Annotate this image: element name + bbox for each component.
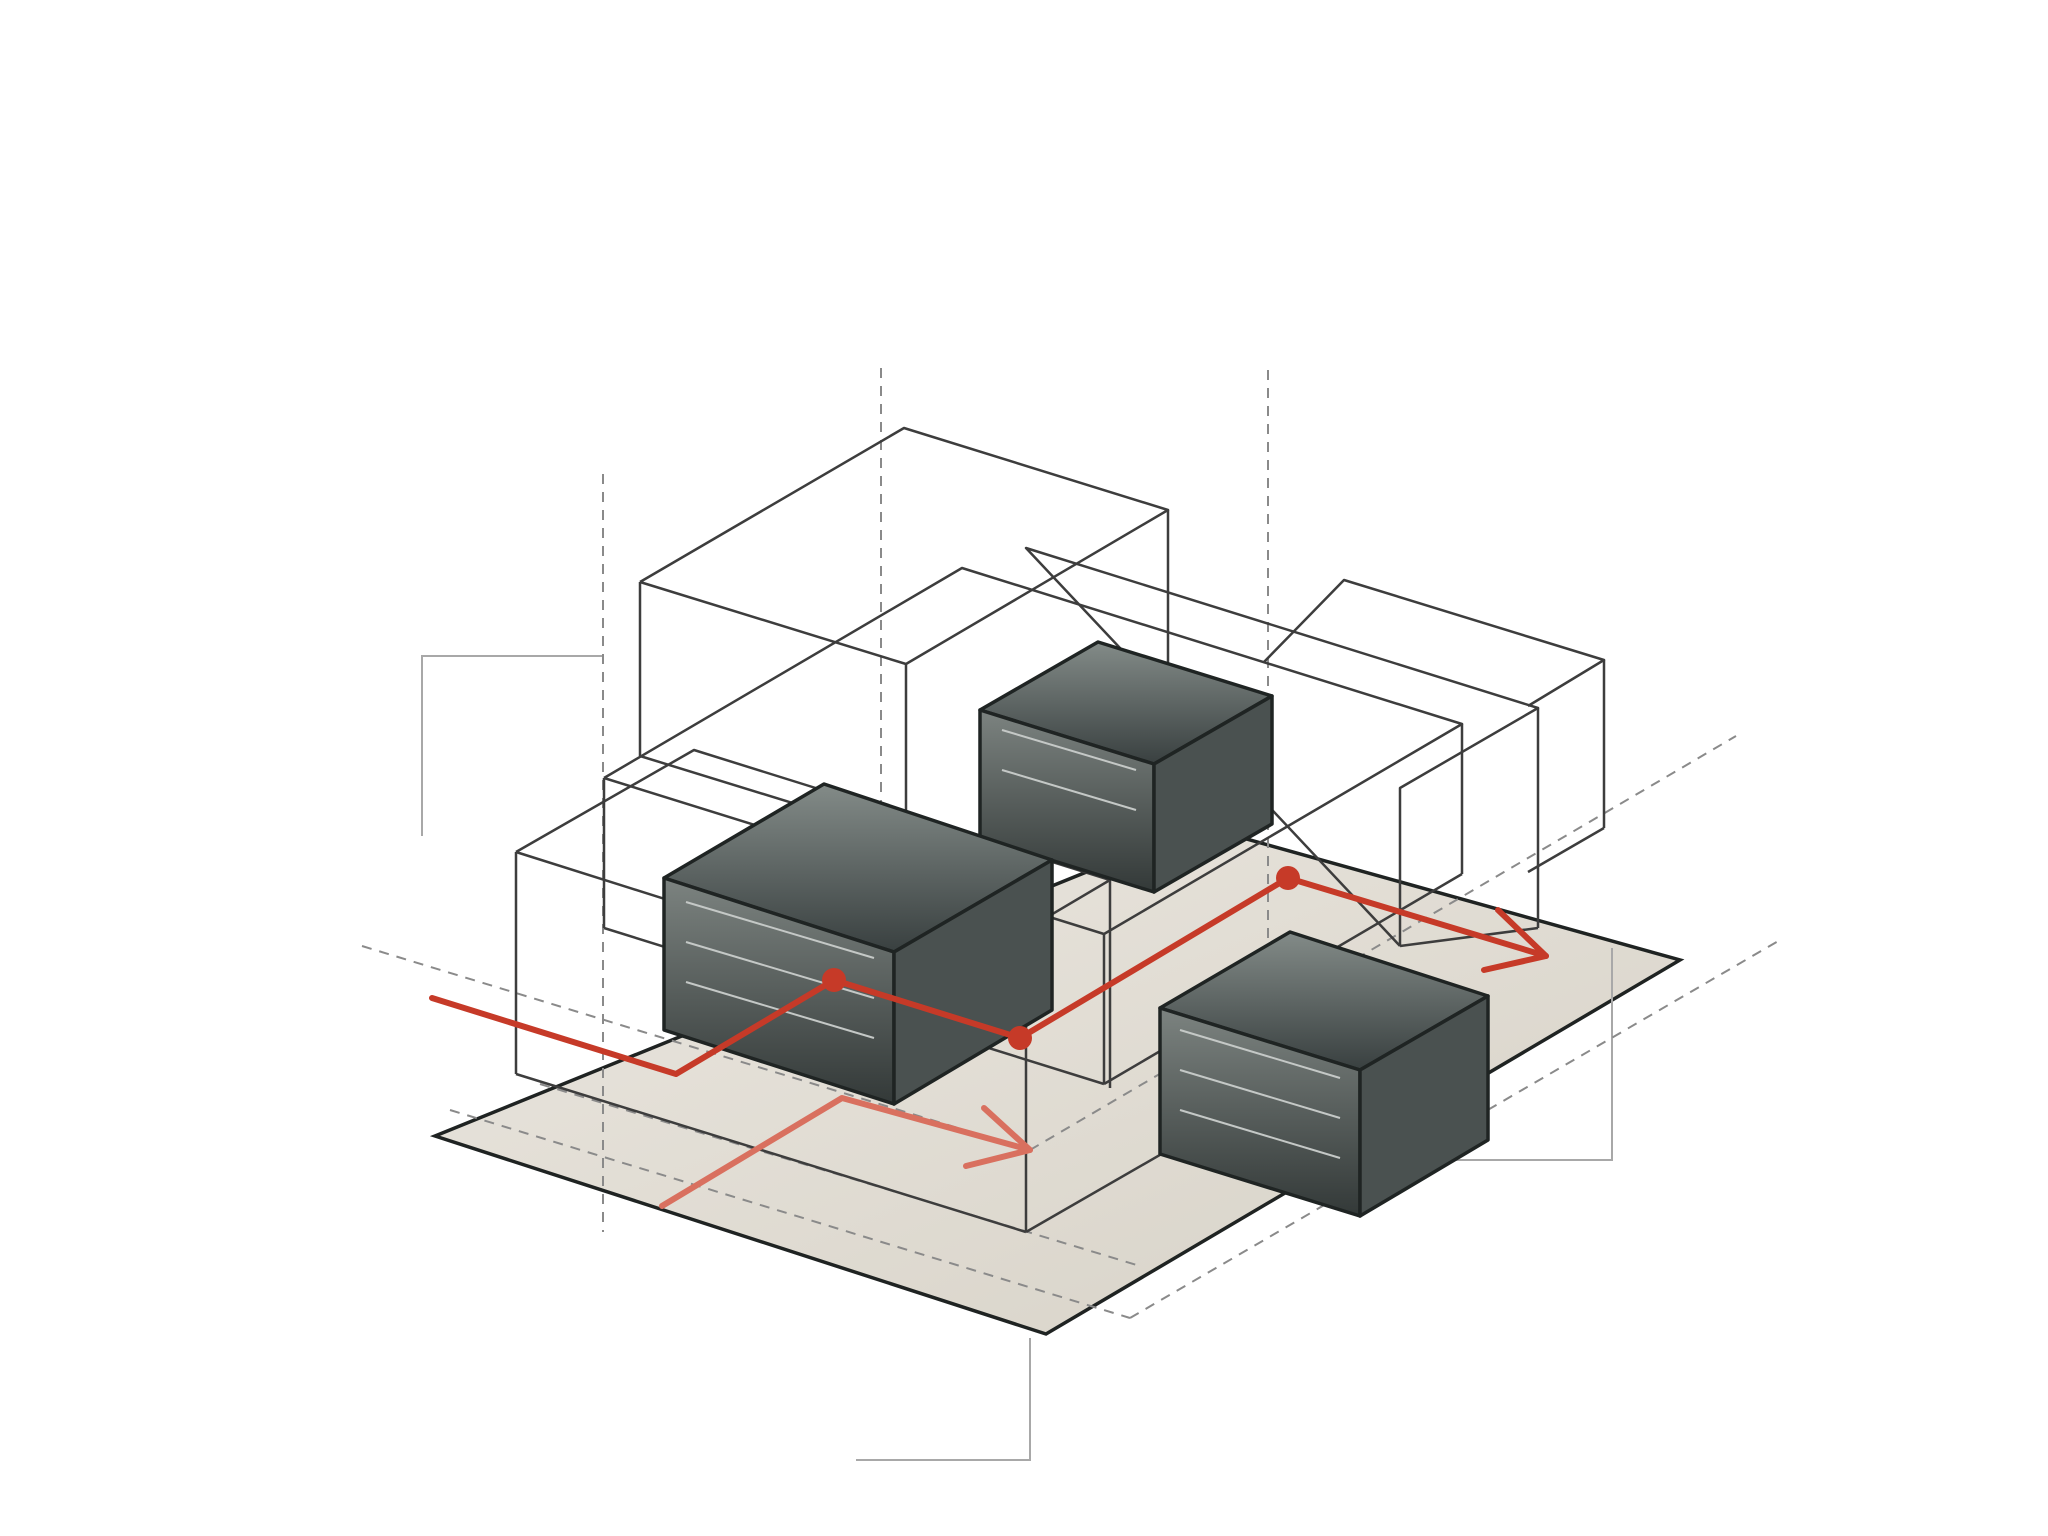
leader-line-left: [421, 655, 602, 836]
circulation-nodes: [822, 866, 1300, 1050]
leader-line-right: [1430, 948, 1613, 1161]
node-2: [1008, 1026, 1032, 1050]
solid-block-front-right: [1158, 930, 1490, 1218]
block-back-side: [1152, 694, 1274, 894]
circulation-path-primary: [429, 875, 1549, 1077]
node-3: [1276, 866, 1300, 890]
arrowhead-secondary: [963, 1105, 1033, 1169]
leader-line-bottom: [856, 1338, 1031, 1461]
guide-diagonal-1: [361, 945, 1031, 1151]
site-plane: [429, 824, 1685, 1336]
solid-block-front-left: [662, 782, 1054, 1106]
block-right-side: [1358, 994, 1490, 1218]
wire-volume-far-right: [1263, 578, 1606, 874]
solid-block-back: [978, 640, 1274, 894]
node-1: [822, 968, 846, 992]
arrowhead-primary: [1481, 907, 1549, 973]
block-left-side: [892, 858, 1054, 1106]
circulation-path-secondary: [659, 1095, 1033, 1209]
leader-lines: [421, 655, 1613, 1461]
